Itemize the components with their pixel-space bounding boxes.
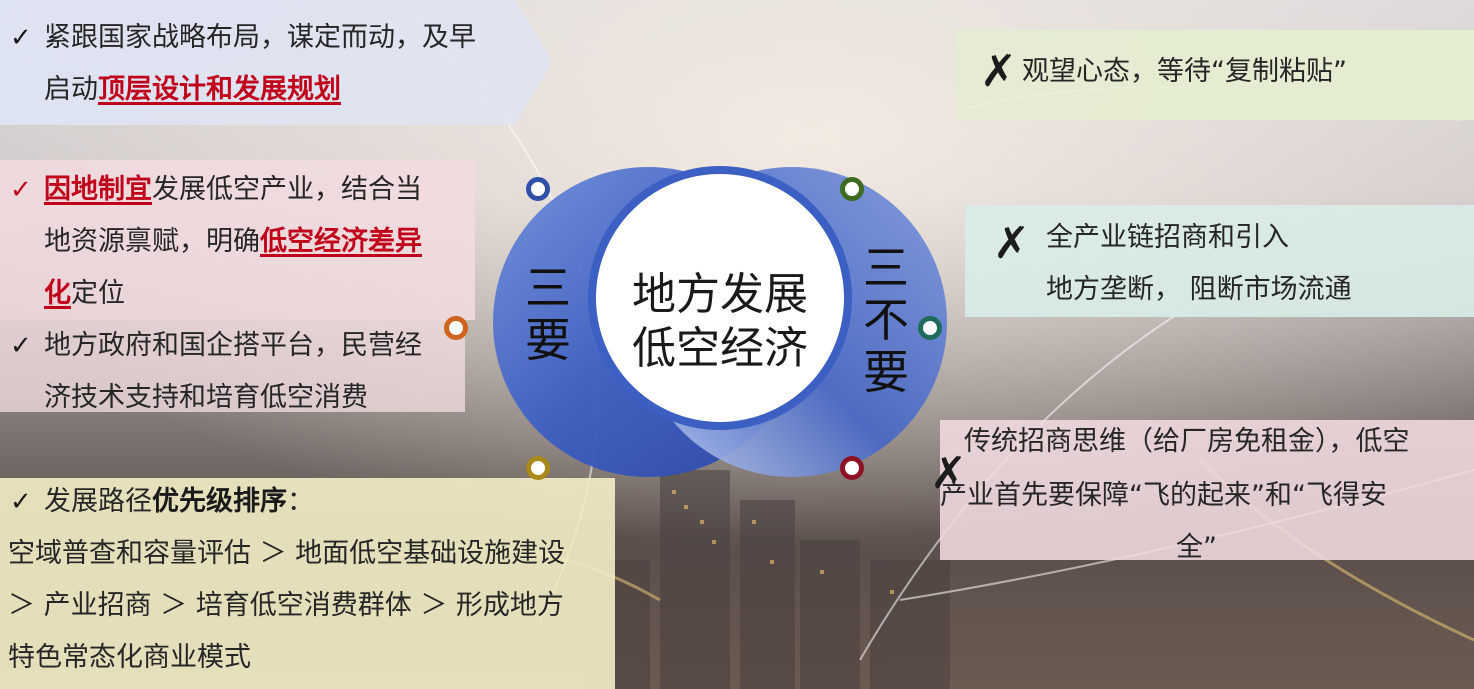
- check-icon: ✓: [10, 175, 32, 205]
- must-not-item-2-line-1: 全产业链招商和引入: [1046, 222, 1289, 253]
- cross-icon: ✗: [930, 448, 967, 499]
- must-not-item-1: 观望心态，等待“复制粘贴”: [1022, 56, 1347, 87]
- dot-red: [840, 456, 864, 480]
- right-ring-label: 三不要: [863, 241, 909, 399]
- check-icon: ✓: [10, 331, 32, 361]
- must-not-item-3-line-1: 传统招商思维（给厂房免租金），低空: [964, 426, 1410, 457]
- must-do-item-2-line-2: 地资源禀赋，明确低空经济差异: [44, 226, 422, 257]
- dot-blue: [526, 177, 550, 201]
- must-do-item-1-line-1: ✓紧跟国家战略布局，谋定而动，及早: [10, 12, 476, 64]
- check-icon: ✓: [10, 23, 32, 53]
- dot-gold: [526, 456, 550, 480]
- dot-teal: [918, 316, 942, 340]
- venn-diagram: [493, 166, 947, 477]
- must-do-panel-3: [0, 320, 465, 412]
- center-circle: [588, 166, 852, 430]
- must-not-item-2-line-2: 地方垄断， 阻断市场流通: [1046, 274, 1352, 305]
- must-do-panel-1: [0, 0, 552, 125]
- must-not-item-3-line-3: 全”: [1176, 532, 1217, 563]
- left-ring-label: 三要: [525, 261, 571, 367]
- must-not-panel-3: [940, 420, 1474, 560]
- must-do-item-2-line-1: ✓因地制宜发展低空产业，结合当: [10, 164, 422, 216]
- must-do-item-3-line-1: ✓地方政府和国企搭平台，民营经: [10, 320, 422, 372]
- center-title: 地方发展 低空经济: [632, 269, 808, 374]
- must-do-panel-4: [0, 478, 615, 689]
- must-not-item-3-line-2: 产业首先要保障“飞的起来”和“飞得安: [940, 480, 1387, 511]
- must-do-panel-2: [0, 160, 475, 320]
- cross-icon: ✗: [993, 218, 1030, 269]
- must-do-item-2-line-3: 化定位: [44, 278, 125, 309]
- must-do-item-4-line-1: ✓发展路径优先级排序：: [10, 476, 314, 528]
- dot-green: [840, 177, 864, 201]
- cross-icon: ✗: [980, 46, 1017, 97]
- check-icon: ✓: [10, 487, 32, 517]
- must-do-item-4-line-2: 空域普查和容量评估 ＞ 地面低空基础设施建设: [8, 538, 566, 569]
- must-do-item-4-line-4: 特色常态化商业模式: [8, 642, 251, 673]
- must-do-item-4-line-3: ＞ 产业招商 ＞ 培育低空消费群体 ＞ 形成地方: [8, 590, 564, 621]
- must-do-item-1-line-2: 启动顶层设计和发展规划: [44, 74, 341, 105]
- must-not-panel-2: [965, 205, 1474, 317]
- dot-orange: [444, 316, 468, 340]
- must-not-panel-1: [955, 30, 1474, 120]
- must-do-item-3-line-2: 济技术支持和培育低空消费: [44, 382, 368, 413]
